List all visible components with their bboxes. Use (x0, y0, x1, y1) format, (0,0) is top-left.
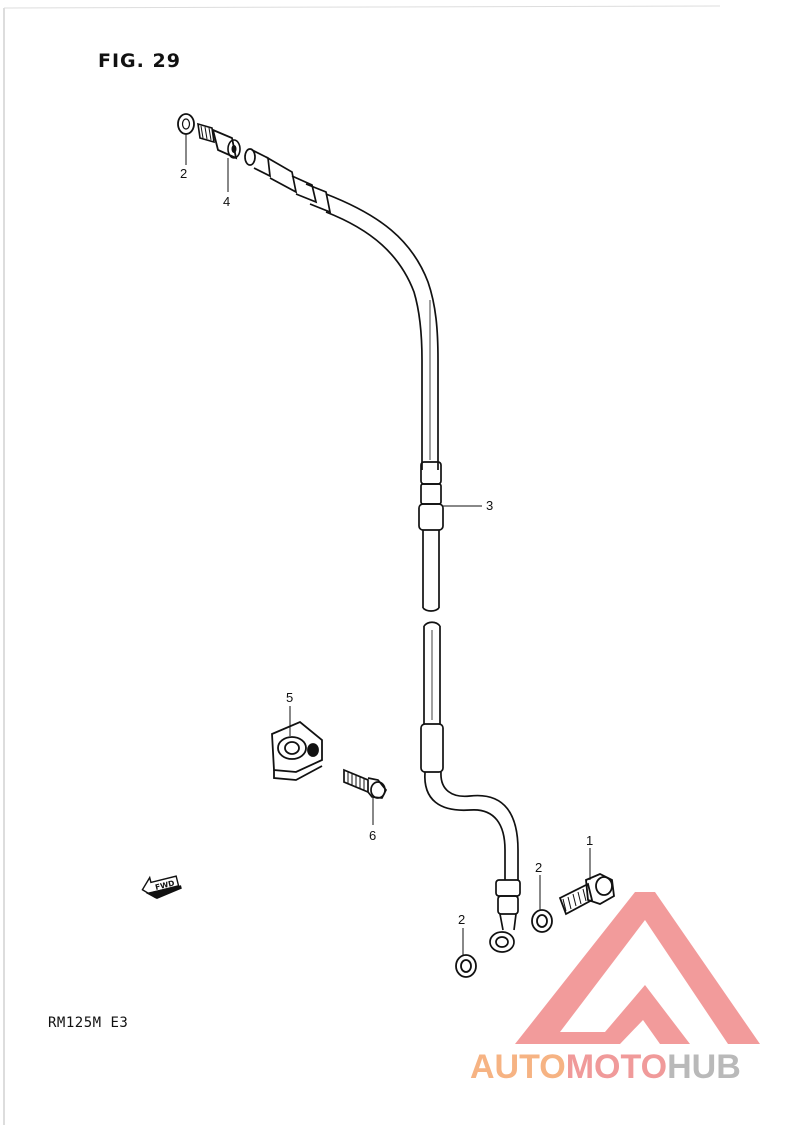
figure-title: FIG. 29 (98, 50, 181, 72)
watermark-logo-icon (515, 892, 760, 1044)
washer-bottom (455, 954, 477, 978)
callout-6: 6 (369, 828, 376, 843)
bolt-part-6 (343, 768, 388, 799)
model-label: RM125M E3 (48, 1015, 129, 1031)
watermark-part-hub: HUB (667, 1048, 741, 1086)
washer-mid (531, 909, 553, 933)
leader-lines (185, 134, 591, 955)
hose-clamp-part-5 (271, 720, 323, 781)
banjo-bolt-part-1 (558, 873, 615, 916)
callout-2-bottom: 2 (458, 912, 465, 927)
watermark-part-moto: MOTO (565, 1048, 668, 1086)
callout-5: 5 (286, 690, 293, 705)
washer-top (177, 113, 195, 135)
brake-hose-part-3 (244, 148, 521, 953)
callout-4: 4 (223, 194, 230, 209)
callout-2-top: 2 (180, 166, 187, 181)
watermark-text: AUTOMOTOHUB (470, 1048, 741, 1087)
callout-3: 3 (486, 498, 493, 513)
callout-1: 1 (586, 833, 593, 848)
fitting-part-4 (197, 122, 241, 160)
callout-2-mid: 2 (535, 860, 542, 875)
watermark-part-auto: AUTO (470, 1048, 566, 1086)
fwd-arrow-icon: FWD (141, 875, 182, 899)
